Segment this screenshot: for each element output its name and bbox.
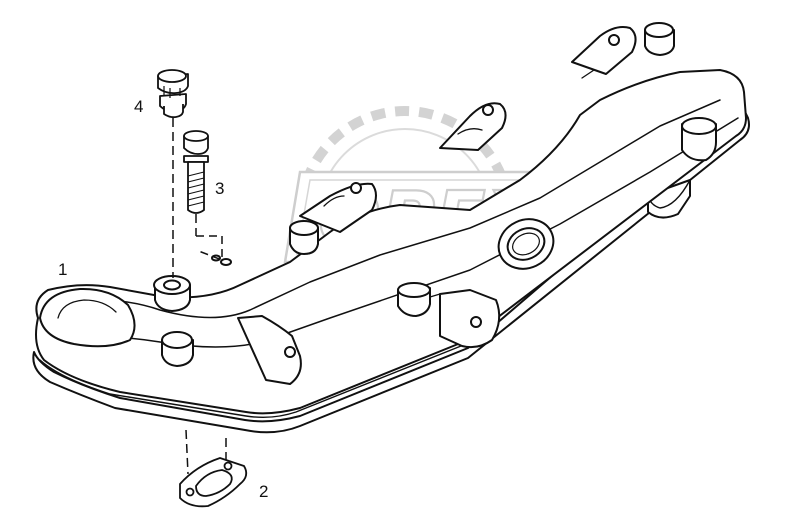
boss-front	[153, 275, 191, 312]
part-2-gasket	[179, 429, 248, 508]
boss-rear-top	[644, 22, 675, 56]
boss-side-center	[397, 282, 431, 317]
boss-side-right	[681, 117, 717, 162]
boss-mid-front	[161, 331, 194, 367]
callout-label-3: 3	[215, 179, 224, 198]
part-3-stud-bolt	[183, 130, 223, 261]
callout-label-2: 2	[259, 482, 268, 501]
part-1-exhaust-manifold	[32, 22, 750, 434]
part-4-plug	[157, 69, 189, 278]
outlet-port	[497, 218, 555, 270]
boss-mid	[289, 220, 319, 255]
callout-label-4: 4	[134, 97, 143, 116]
callout-label-1: 1	[58, 260, 67, 279]
